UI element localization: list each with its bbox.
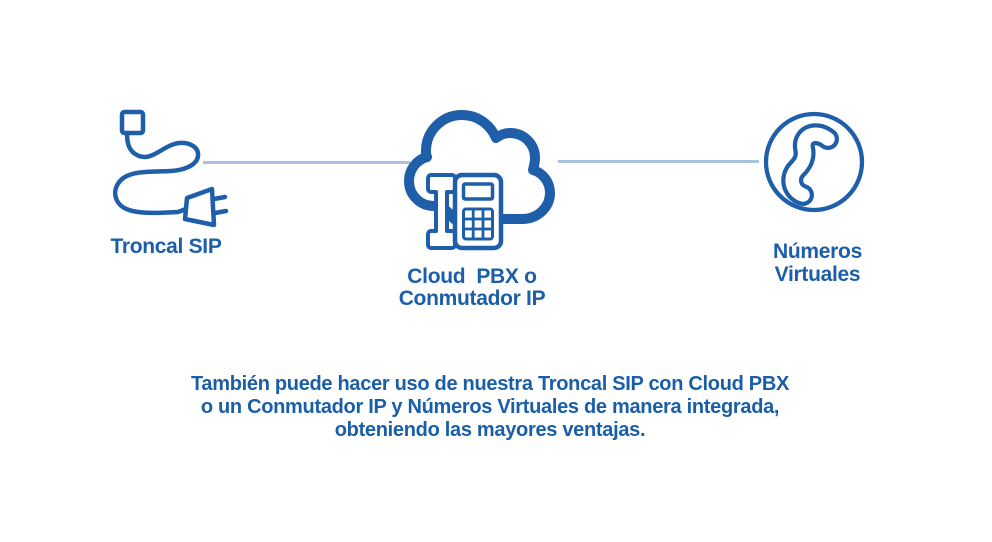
node-label-cloud-pbx: Cloud PBX o Conmutador IP (398, 265, 546, 310)
cable-curve (112, 130, 201, 216)
cloud-pbx-icon (404, 110, 555, 251)
connector-line-left (203, 161, 410, 164)
node-label-numeros-virtuales: Números Virtuales (773, 240, 862, 286)
phone-screen (461, 182, 495, 201)
connector-line-right (558, 160, 759, 163)
circle-outline (763, 111, 865, 213)
cloud-shape (404, 110, 555, 224)
desk-phone-icon (426, 172, 504, 251)
power-plug-icon (182, 186, 217, 228)
handset-icon-inner (785, 127, 835, 202)
numeros-virtuales-icon (763, 111, 865, 213)
caption-text: También puede hacer uso de nuestra Tronc… (190, 373, 790, 441)
node-label-troncal-sip: Troncal SIP (110, 235, 222, 258)
phone-keypad (462, 207, 494, 241)
phone-keypad-grid (463, 209, 493, 239)
plug-prongs (211, 194, 229, 216)
cable-connector-square (119, 109, 146, 136)
troncal-sip-icon (112, 109, 229, 228)
